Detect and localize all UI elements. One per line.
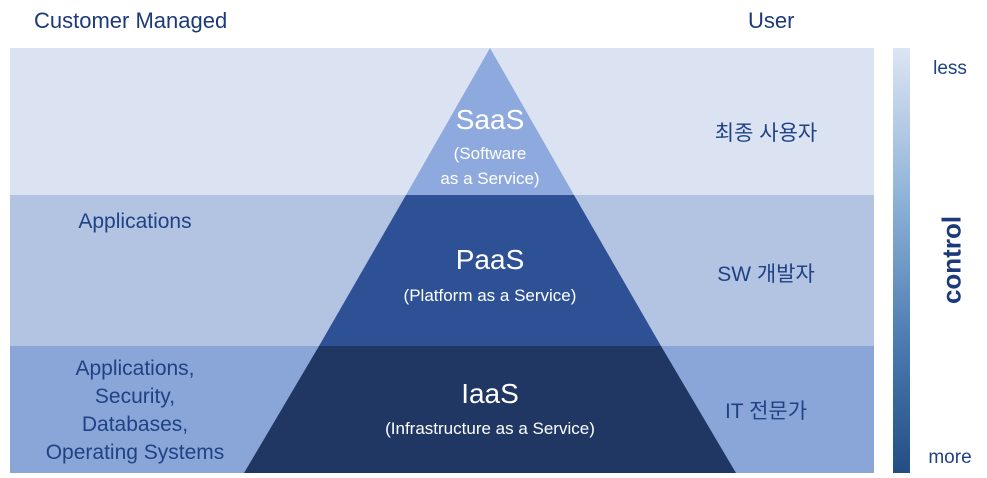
paas-subtitle: (Platform as a Service): [403, 286, 577, 305]
paas-user: SW 개발자: [717, 263, 815, 286]
user-header: User: [748, 8, 795, 33]
paas-tier: [319, 195, 661, 346]
paas-title: PaaS: [455, 244, 525, 275]
control-less-label: less: [933, 58, 967, 79]
saas-user: 최종 사용자: [714, 122, 818, 145]
iaas-tier: [244, 346, 736, 473]
iaas-user: IT 전문가: [724, 400, 808, 423]
control-more-label: more: [928, 447, 972, 468]
iaas-subtitle: (Infrastructure as a Service): [385, 419, 595, 438]
saas-title: SaaS: [455, 104, 525, 135]
control-axis-label: control: [936, 215, 967, 305]
saas-subtitle: (Software as a Service): [440, 144, 540, 188]
customer-managed-header: Customer Managed: [34, 8, 228, 33]
saas-tier: [406, 48, 574, 195]
iaas-customer-managed: Applications, Security, Databases, Opera…: [45, 357, 225, 464]
iaas-title: IaaS: [461, 378, 519, 409]
paas-customer-managed: Applications: [78, 210, 192, 233]
control-gradient-bar: [893, 48, 910, 473]
